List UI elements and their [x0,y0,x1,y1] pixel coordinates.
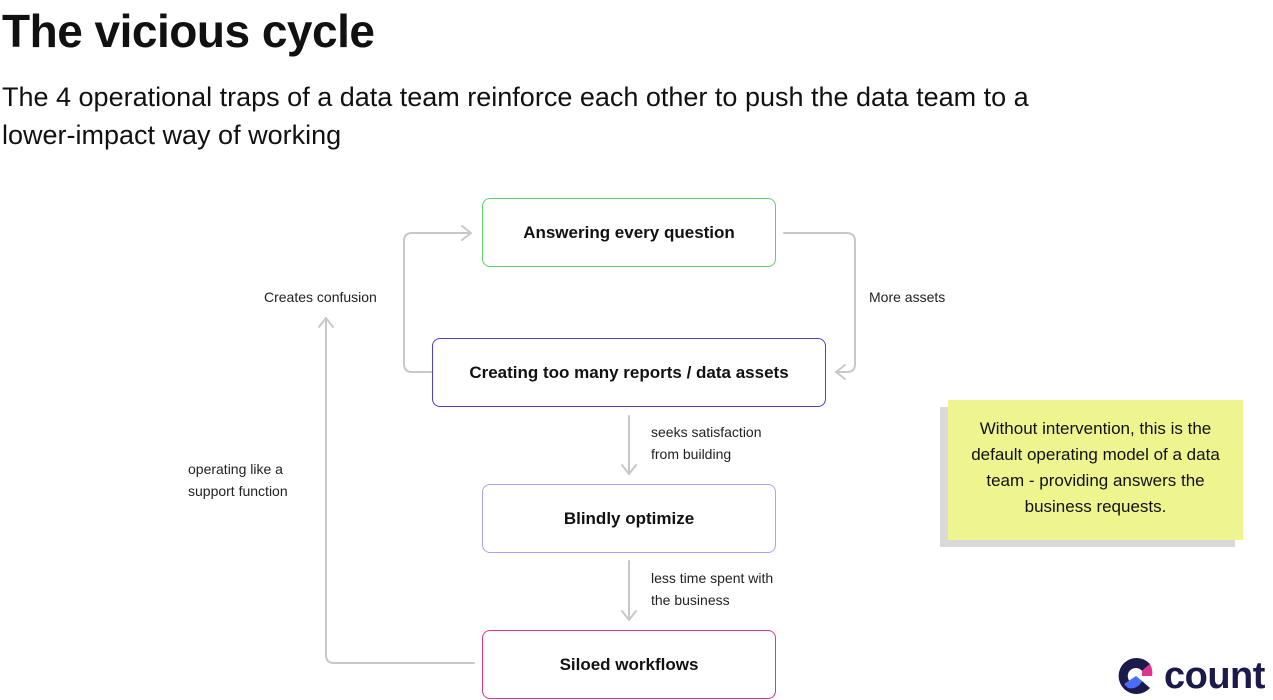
count-logo: count [1112,652,1265,700]
label-creates-confusion: Creates confusion [264,289,377,305]
label-line: less time spent with [651,570,774,586]
arrowhead-siloed [621,610,637,621]
node-creating-too-many-reports: Creating too many reports / data assets [432,338,826,407]
label-less-time: less time spent with the business [651,567,773,611]
label-line: operating like a [188,461,283,477]
edge-more-assets [783,232,856,373]
node-answering-every-question: Answering every question [482,198,776,267]
node-siloed-workflows: Siloed workflows [482,630,776,699]
node-label: Siloed workflows [559,654,699,674]
node-label: Blindly optimize [563,508,695,528]
label-line: support function [188,483,288,499]
label-seeks-satisfaction: seeks satisfaction from building [651,421,762,465]
arrowhead-creating [835,364,846,380]
arrowhead-answering [461,225,472,241]
edge-creates-confusion [403,232,471,373]
arrowhead-blindly [621,464,637,475]
page-subtitle: The 4 operational traps of a data team r… [2,82,1029,150]
label-line: from building [651,446,732,462]
label-line: seeks satisfaction [651,424,762,440]
logo-wordmark: count [1164,655,1265,697]
label-more-assets: More assets [869,289,946,305]
node-label: Answering every question [523,222,735,242]
label-support-function: operating like a support function [188,458,288,502]
page-title: The vicious cycle [2,5,375,57]
label-line: the business [651,592,730,608]
edge-support-function [325,317,475,664]
count-logo-icon [1118,658,1153,694]
sticky-note: Without intervention, this is the defaul… [948,400,1243,540]
arrowhead-up [318,317,334,328]
node-label: Creating too many reports / data assets [469,362,789,382]
node-blindly-optimize: Blindly optimize [482,484,776,553]
